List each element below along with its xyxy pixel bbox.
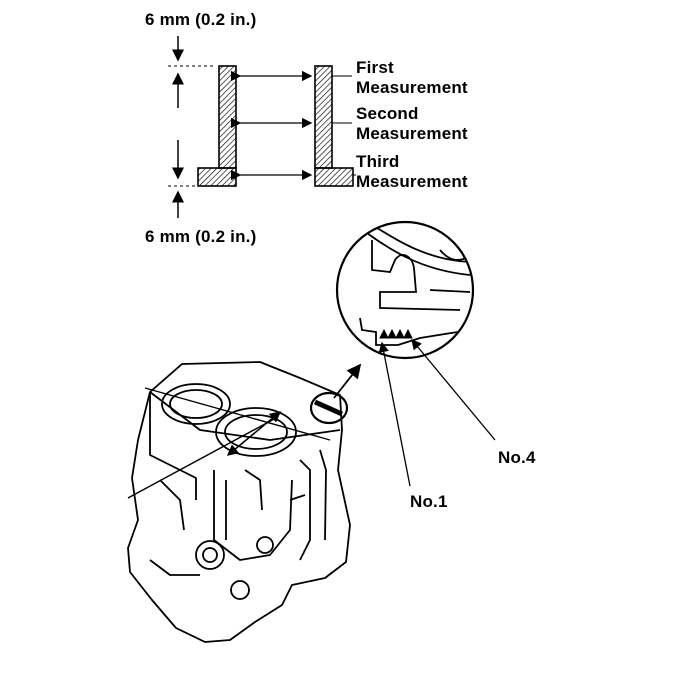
- detail-leader-arrow: [333, 363, 362, 399]
- left-cylinder-wall: [218, 65, 237, 169]
- no4-leader: [411, 338, 496, 441]
- cylinder-no1-label: No.1: [410, 492, 448, 511]
- cylinder-mark-triangles: [379, 328, 413, 339]
- right-block-deck: [314, 167, 354, 187]
- first-measurement-label-2: Measurement: [356, 78, 468, 97]
- detail-magnifier: [335, 220, 475, 360]
- top-dimension-label: 6 mm (0.2 in.): [145, 10, 257, 29]
- second-measurement-label-1: Second: [356, 104, 419, 123]
- cylinder-no4-label: No.4: [498, 448, 536, 467]
- bottom-dimension-label: 6 mm (0.2 in.): [145, 227, 257, 246]
- second-measurement-label-2: Measurement: [356, 124, 468, 143]
- third-measurement-label-1: Third: [356, 152, 400, 171]
- bore-measurement-arrows: [127, 387, 331, 499]
- cylinder-bore-section: [168, 36, 356, 218]
- first-measurement-label-1: First: [356, 58, 394, 77]
- left-block-deck: [197, 167, 237, 187]
- third-measurement-label-2: Measurement: [356, 172, 468, 191]
- engine-block-illustration: [127, 361, 351, 643]
- no1-leader: [378, 341, 411, 487]
- right-cylinder-wall: [314, 65, 333, 169]
